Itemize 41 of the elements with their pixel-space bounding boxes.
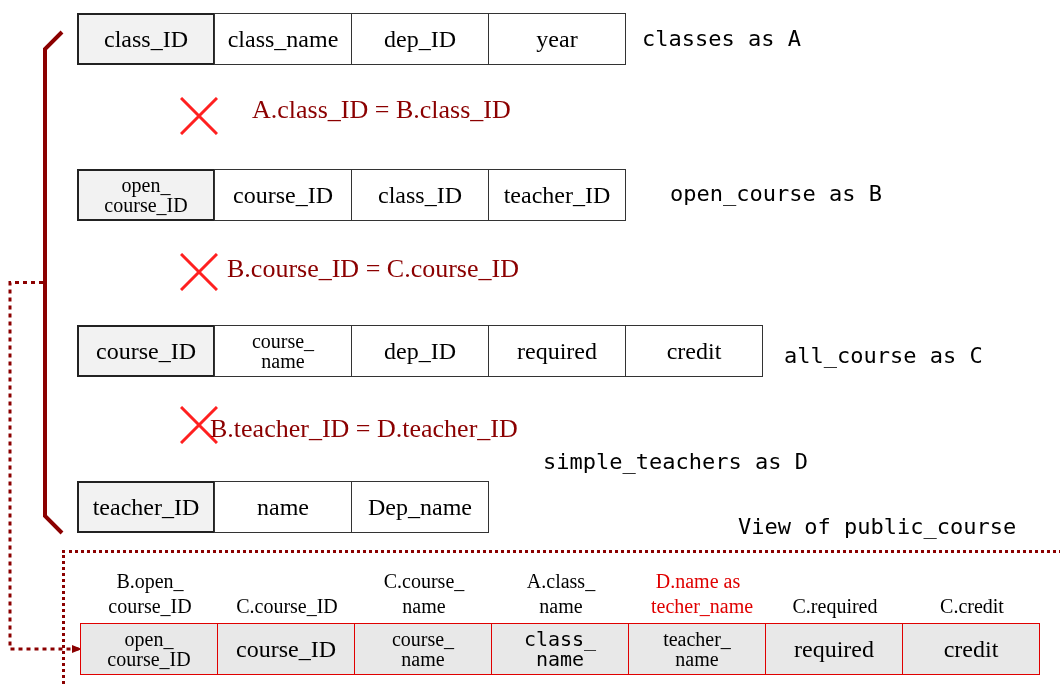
table-cell: name [214,481,352,533]
table-cell: teacher_ID [488,169,626,221]
table-cell: dep_ID [351,13,489,65]
join-condition: B.teacher_ID = D.teacher_ID [210,414,518,444]
key-cell: teacher_ID [77,481,215,533]
key-cell: course_ID [77,325,215,377]
join-condition: B.course_ID = C.course_ID [227,254,519,284]
table-cell: class_ name [491,623,629,675]
table-cell: credit [902,623,1040,675]
bracket [40,30,66,535]
view-title: View of public_course [738,514,1017,539]
table-cell: Dep_name [351,481,489,533]
table-alias-label: classes as A [642,26,801,51]
table-cell: class_name [214,13,352,65]
column-header: D.name as techer_name [650,569,755,619]
column-header: C.course_ID [235,594,339,619]
dashed-region [62,550,1060,686]
table-alias-label: all_course as C [784,343,983,368]
column-header: C.required [791,594,879,619]
join-condition: A.class_ID = B.class_ID [252,95,511,125]
column-header: C.credit [939,594,1005,619]
table-cell: year [488,13,626,65]
table-alias-label: simple_teachers as D [543,449,808,474]
table-cell: dep_ID [351,325,489,377]
table-cell: course_ name [354,623,492,675]
table-cell: course_ name [214,325,352,377]
table-cell: credit [625,325,763,377]
column-header: A.class_ name [525,569,597,619]
column-header: B.open_ course_ID [107,569,193,619]
column-header: C.course_ name [382,569,466,619]
arrow [8,281,82,653]
table-cell: course_ID [217,623,355,675]
table-alias-label: open_course as B [670,181,882,206]
table-cell: teacher_ name [628,623,766,675]
key-cell: class_ID [77,13,215,65]
table-cell: required [765,623,903,675]
table-cell: required [488,325,626,377]
table-cell: class_ID [351,169,489,221]
key-cell: open_ course_ID [77,169,215,221]
table-cell: course_ID [214,169,352,221]
table-cell: open_ course_ID [80,623,218,675]
